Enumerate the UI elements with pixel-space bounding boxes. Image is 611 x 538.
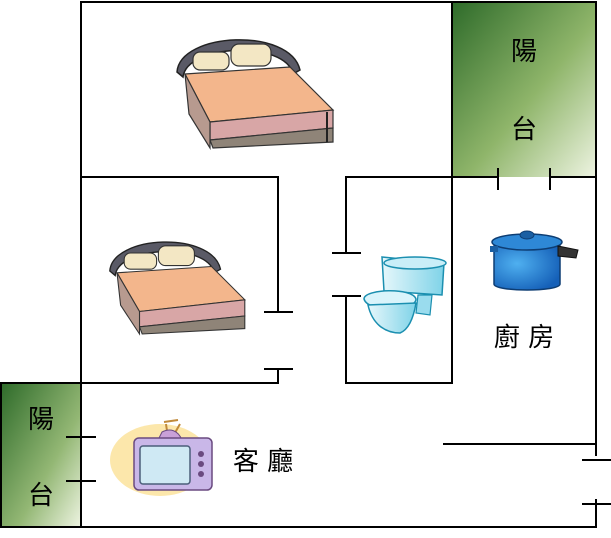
- balcony-top-label-line2: 台: [511, 115, 537, 145]
- walls: [0, 1, 597, 528]
- door-jambs: [66, 168, 611, 505]
- kitchen-label: 廚 房: [494, 323, 554, 353]
- balcony-top-label-line1: 陽: [511, 37, 537, 67]
- cooking-pot-icon: [490, 230, 579, 291]
- balcony-left-label-line2: 台: [28, 481, 54, 511]
- balcony-left: [1, 383, 81, 527]
- balcony-top: [452, 2, 596, 177]
- television-icon: [110, 419, 213, 496]
- bed-icon: [176, 39, 335, 151]
- balcony-left-label-line1: 陽: [28, 405, 54, 435]
- living-room-label: 客 廳: [233, 447, 293, 477]
- toilet-icon: [363, 256, 447, 334]
- bed-icon: [109, 241, 246, 336]
